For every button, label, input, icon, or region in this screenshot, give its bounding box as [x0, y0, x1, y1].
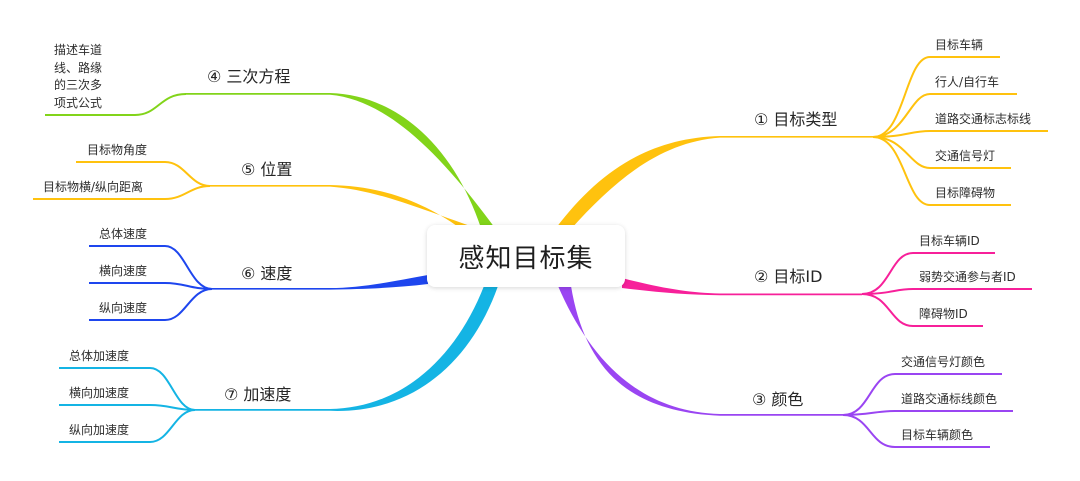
leaf-equation-1[interactable]: 描述车道 线、路缘 的三次多 项式公式 [54, 42, 110, 112]
leaf-equation-line-3: 的三次多 [54, 78, 103, 92]
branch-type-label[interactable]: ① 目标类型 [754, 110, 838, 129]
leaf-type-3[interactable]: 道路交通标志标线 [935, 112, 1032, 126]
leaf-color-1[interactable]: 交通信号灯颜色 [901, 355, 986, 369]
leaves-type [872, 56, 1048, 206]
leaf-position-1[interactable]: 目标物角度 [87, 143, 148, 157]
leaf-type-1[interactable]: 目标车辆 [935, 38, 984, 52]
leaves-position [33, 161, 211, 200]
leaf-type-2[interactable]: 行人/自行车 [935, 75, 1000, 89]
branch-equation-label[interactable]: ④ 三次方程 [207, 67, 291, 86]
leaf-acceleration-1[interactable]: 总体加速度 [69, 349, 130, 363]
leaf-id-3[interactable]: 障碍物ID [919, 307, 968, 321]
leaf-acceleration-2[interactable]: 横向加速度 [69, 386, 130, 400]
leaf-id-1[interactable]: 目标车辆ID [919, 234, 980, 248]
leaves-color [842, 373, 1013, 448]
branch-speed-label[interactable]: ⑥ 速度 [241, 264, 293, 283]
leaves-id [861, 252, 1032, 327]
branch-acceleration-label[interactable]: ⑦ 加速度 [224, 385, 292, 404]
leaf-color-2[interactable]: 道路交通标线颜色 [901, 392, 998, 406]
trunk-position [210, 185, 476, 228]
leaf-id-2[interactable]: 弱势交通参与者ID [919, 270, 1016, 284]
leaf-equation [45, 93, 187, 116]
trunk-acceleration [195, 286, 498, 411]
branch-position-label[interactable]: ⑤ 位置 [241, 160, 293, 179]
leaf-speed-3[interactable]: 纵向速度 [99, 301, 148, 315]
leaf-acceleration-3[interactable]: 纵向加速度 [69, 423, 130, 437]
branch-position-lines [33, 161, 476, 228]
trunk-id [622, 278, 862, 296]
root-node-label: 感知目标集 [458, 243, 594, 274]
branch-equation-lines [45, 93, 495, 228]
leaf-type-4[interactable]: 交通信号灯 [935, 149, 996, 163]
branch-color-lines [558, 286, 1013, 448]
leaf-speed-1[interactable]: 总体速度 [99, 227, 148, 241]
leaf-color-3[interactable]: 目标车辆颜色 [901, 428, 974, 442]
branch-acceleration-lines [59, 286, 498, 443]
branch-color-label[interactable]: ③ 颜色 [752, 390, 804, 409]
leaves-acceleration [59, 367, 196, 443]
leaves-speed [89, 245, 213, 321]
leaf-equation-line-4: 项式公式 [54, 95, 103, 110]
trunk-equation [185, 93, 495, 228]
branch-type-lines [556, 56, 1048, 230]
leaf-type-5[interactable]: 目标障碍物 [935, 186, 996, 200]
trunk-type [556, 136, 873, 230]
leaf-equation-line-2: 线、路缘 [54, 60, 103, 75]
leaf-equation-line-1: 描述车道 [54, 43, 103, 57]
branch-speed-lines [89, 245, 428, 321]
trunk-speed [212, 275, 428, 290]
root-node[interactable]: 感知目标集 [427, 225, 625, 287]
branch-id-label[interactable]: ② 目标ID [754, 267, 823, 286]
leaf-position-2[interactable]: 目标物横/纵向距离 [43, 180, 144, 194]
branch-id-lines [622, 252, 1032, 327]
leaf-speed-2[interactable]: 横向速度 [99, 264, 148, 278]
